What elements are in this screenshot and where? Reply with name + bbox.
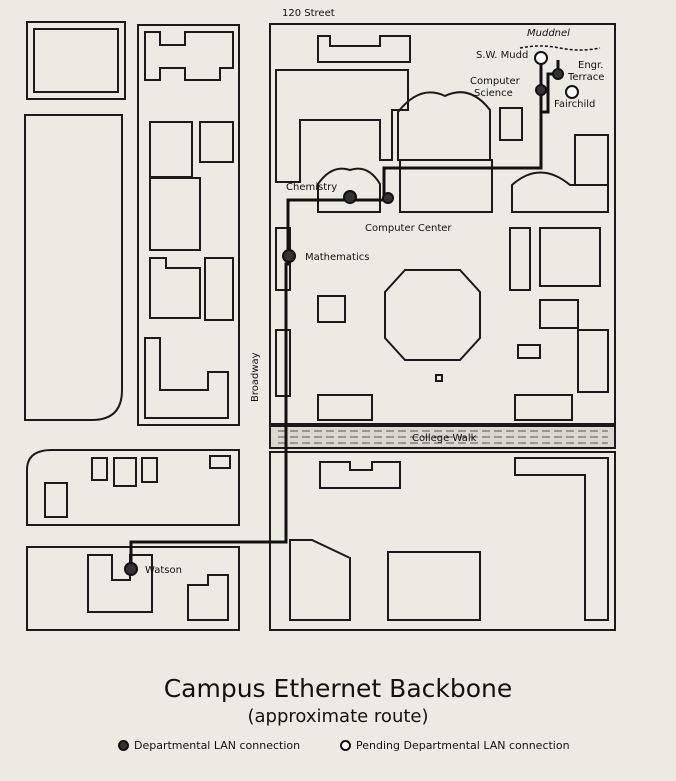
building-north-2 [275,69,409,183]
building-west-7b [275,329,291,397]
campus-block-south [269,451,616,631]
building-west-2 [149,121,193,178]
building-east-5 [539,227,601,287]
building-center-1 [317,295,346,323]
computer-center-label: Computer Center [365,223,452,234]
terrace-label: Terrace [567,72,604,83]
legend-connected: Departmental LAN connection [118,739,300,752]
muddnel-label: Muddnel [527,28,570,39]
building-sw-4 [141,457,158,483]
building-east-4 [509,227,531,291]
building-sw-5 [209,455,231,469]
building-east-3 [499,107,523,141]
building-east-dome [511,171,609,213]
chemistry-label: Chemistry [286,182,337,193]
map-title: Campus Ethernet Backbone [163,674,513,703]
legend-connected-label: Departmental LAN connection [134,739,301,752]
campus-block-north [269,23,616,425]
street-120-label: 120 Street [282,8,335,19]
block-watson [26,546,240,631]
fairchild-label: Fairchild [554,99,595,110]
building-south-2 [514,394,573,421]
main-campus [269,23,616,631]
college-walk-pavers [278,430,608,444]
block-southwest [26,449,240,526]
building-west-7 [144,337,229,419]
fairchild-pending [565,85,579,99]
building-south-5 [289,539,351,621]
building-computer-center [399,159,493,213]
building-west-5 [149,257,201,319]
map-subtitle: (approximate route) [247,706,429,727]
park-block [24,114,123,421]
chemistry-connection [343,190,357,204]
legend-pending: Pending Departmental LAN connection [340,739,570,752]
computer-science-connection [535,84,547,96]
building-center-2 [517,344,541,359]
building-east-2 [574,134,609,186]
building-sw-2 [91,457,108,481]
building-south-3 [319,461,401,489]
building-chemistry [317,167,381,213]
broadway-label: Broadway [250,352,261,402]
legend-pending-label: Pending Departmental LAN connection [356,739,570,752]
watson-connection [124,562,138,576]
sw-mudd-label: S.W. Mudd [476,50,528,61]
muddnel-stream [519,45,601,51]
building-nw-corner [26,21,126,100]
college-walk-label: College Walk [412,433,477,444]
building-watson [87,554,153,613]
building-west-1 [144,31,234,81]
sundial [435,374,443,382]
filled-circle-icon [118,740,129,751]
connection-markers [124,51,579,576]
building-west-4 [149,177,201,251]
building-west-3 [199,121,234,163]
building-west-6 [204,257,234,321]
ethernet-backbone-route [129,58,543,569]
building-south-4 [514,457,609,621]
octagon-building [384,269,481,361]
mathematics-label: Mathematics [305,252,369,263]
building-south-1 [317,394,373,421]
building-east-6 [539,299,579,329]
building-mathematics [275,227,291,291]
building-nw-corner-inner [33,28,119,93]
building-sw-1 [44,482,68,518]
watson-label: Watson [145,565,182,576]
sw-mudd-pending [534,51,548,65]
open-circle-icon [340,740,351,751]
computer-label: Computer [470,76,521,87]
computer-center-connection [382,192,394,204]
block-west-middle [137,24,240,426]
science-label: Science [474,88,513,99]
engr-label: Engr. [578,60,603,71]
engr-terrace-connection [552,68,564,80]
building-sw-6 [187,574,229,621]
building-east-7 [577,329,609,393]
library-dome [397,91,491,161]
building-south-6 [387,551,481,621]
building-sw-3 [113,457,137,487]
west-blocks [24,21,240,631]
building-north-1 [317,35,411,63]
mathematics-connection [282,249,296,263]
